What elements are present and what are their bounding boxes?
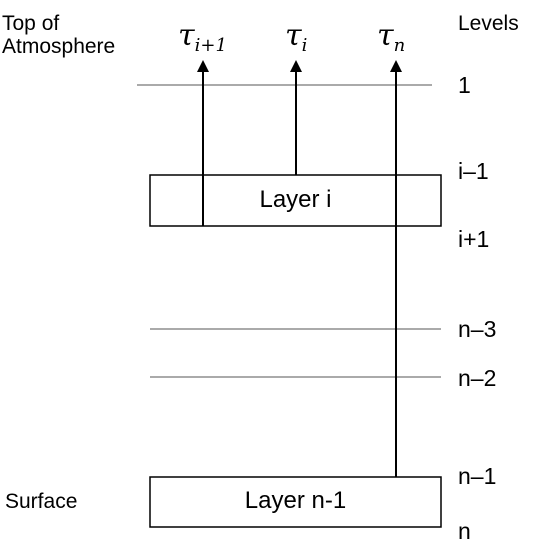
level-n-minus-3-label: n–3 <box>458 316 497 342</box>
surface-label: Surface <box>5 490 78 513</box>
tau-i-subscript: i <box>301 35 308 56</box>
layer-i-label: Layer i <box>259 186 332 213</box>
top-of-atmosphere-line-1: Top of <box>2 12 60 35</box>
tau-n-arrowhead <box>390 60 402 72</box>
tau-n-label: τn <box>377 18 405 56</box>
level-n-label: n <box>458 518 471 544</box>
tau-i-label: τi <box>285 18 307 56</box>
top-of-atmosphere-label: Top of Atmosphere <box>2 12 115 58</box>
layer-n-minus-1-label: Layer n-1 <box>244 487 347 514</box>
level-1-label: 1 <box>458 72 471 98</box>
layer-n-minus-1-box <box>149 476 442 528</box>
level-n-minus-2-label: n–2 <box>458 365 497 391</box>
level-i-plus-1-label: i+1 <box>458 226 490 252</box>
tau-n-symbol: τ <box>377 18 394 53</box>
tau-i-plus-1-subscript: i+1 <box>194 35 227 56</box>
level-n-minus-1-label: n–1 <box>458 463 497 489</box>
level-i-minus-1-label: i–1 <box>458 158 489 184</box>
tau-i-plus-1-symbol: τ <box>178 18 195 53</box>
tau-i-arrowhead <box>290 60 302 72</box>
tau-i-plus-1-label: τi+1 <box>178 18 227 56</box>
layer-i-box <box>149 174 442 227</box>
tau-i-symbol: τ <box>285 18 302 53</box>
tau-n-subscript: n <box>393 35 406 56</box>
levels-heading: Levels <box>458 12 519 35</box>
tau-i-plus-1-arrowhead <box>197 60 209 72</box>
top-of-atmosphere-line-2: Atmosphere <box>2 35 116 59</box>
